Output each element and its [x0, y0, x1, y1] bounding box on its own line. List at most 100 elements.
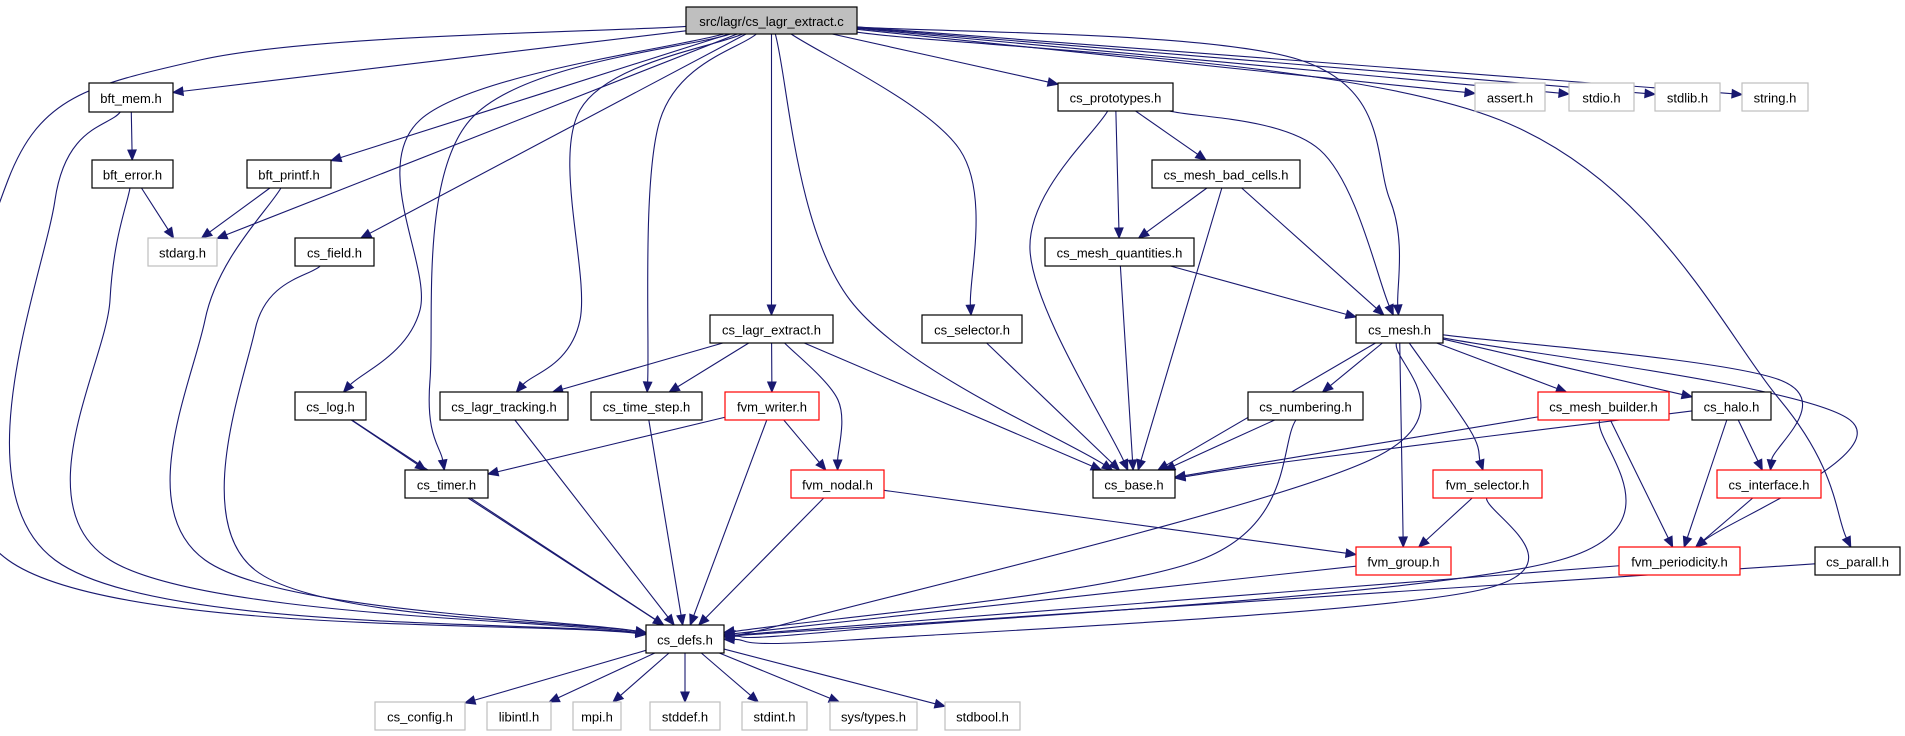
node-cs-mesh[interactable]: cs_mesh.h	[1355, 314, 1444, 344]
arrowhead-icon	[815, 458, 827, 471]
node-cs-interface[interactable]: cs_interface.h	[1716, 469, 1822, 499]
node-cs-parall[interactable]: cs_parall.h	[1814, 546, 1901, 576]
arrowhead-icon	[1321, 381, 1334, 393]
node-label: fvm_writer.h	[737, 400, 807, 415]
node-label: bft_error.h	[103, 168, 162, 183]
node-label: stdarg.h	[159, 246, 206, 261]
node-cs-halo[interactable]: cs_halo.h	[1691, 391, 1772, 421]
node-label: cs_mesh_bad_cells.h	[1163, 168, 1288, 183]
arrowhead-icon	[1694, 536, 1707, 548]
node-libintl: libintl.h	[486, 701, 552, 731]
edge-cs_mesh_bad_cells-to-cs_base	[1136, 187, 1223, 472]
node-cs-mesh-quantities[interactable]: cs_mesh_quantities.h	[1044, 237, 1195, 267]
node-label: cs_mesh_quantities.h	[1057, 246, 1183, 261]
node-mpi: mpi.h	[572, 701, 622, 731]
node-box	[147, 237, 218, 267]
arrowhead-icon	[1398, 536, 1409, 549]
node-box	[88, 82, 174, 113]
edge-line	[733, 565, 1620, 636]
edge-line	[620, 652, 670, 696]
node-fvm-group[interactable]: fvm_group.h	[1355, 546, 1452, 576]
node-box	[1044, 237, 1195, 267]
edge-cs_defs-to-stddef	[680, 652, 690, 704]
arrowhead-icon	[766, 381, 777, 394]
node-cs-timer[interactable]: cs_timer.h	[404, 469, 489, 499]
arrowhead-icon	[1475, 458, 1485, 472]
edge-line	[647, 33, 757, 383]
node-fvm-writer[interactable]: fvm_writer.h	[724, 391, 820, 421]
node-cs-field[interactable]: cs_field.h	[294, 237, 375, 267]
node-cs-log[interactable]: cs_log.h	[294, 391, 367, 421]
arrowhead-icon	[1046, 77, 1060, 87]
node-root[interactable]: src/lagr/cs_lagr_extract.c	[685, 6, 858, 35]
edge-line	[1169, 110, 1390, 307]
node-cs-base[interactable]: cs_base.h	[1092, 469, 1176, 499]
edge-fvm_writer-to-cs_timer	[486, 416, 726, 477]
edge-line	[1442, 334, 1804, 461]
edge-root-to-bft_printf	[329, 33, 730, 163]
node-box	[1151, 159, 1301, 189]
node-fvm-periodicity[interactable]: fvm_periodicity.h	[1618, 546, 1741, 576]
edge-fvm_periodicity-to-cs_defs	[722, 565, 1620, 641]
edge-fvm_selector-to-fvm_group	[1417, 497, 1473, 548]
node-fvm-nodal[interactable]: fvm_nodal.h	[790, 469, 885, 499]
edge-line	[349, 33, 724, 386]
node-box	[486, 701, 552, 731]
node-box	[709, 314, 834, 344]
edge-line	[1686, 419, 1728, 538]
node-cs-selector[interactable]: cs_selector.h	[921, 314, 1023, 344]
arrowhead-icon	[127, 149, 137, 162]
arrowhead-icon	[1118, 458, 1129, 472]
edge-cs_prototypes-to-cs_base	[1029, 110, 1129, 472]
edge-cs_defs-to-mpi	[612, 652, 670, 703]
node-cs-lagr-extract[interactable]: cs_lagr_extract.h	[709, 314, 834, 344]
edge-line	[774, 33, 1105, 466]
edge-cs_mesh-to-cs_numbering	[1321, 342, 1383, 393]
node-box	[294, 237, 375, 267]
node-label: cs_defs.h	[657, 633, 713, 648]
arrowhead-icon	[1464, 87, 1477, 98]
node-fvm-selector[interactable]: fvm_selector.h	[1432, 469, 1543, 499]
arrowhead-icon	[1344, 309, 1358, 320]
edge-cs_time_step-to-cs_defs	[648, 419, 686, 627]
edge-fvm_nodal-to-cs_defs	[697, 497, 825, 626]
edge-bft_error-to-stdarg	[141, 187, 175, 240]
node-bft-error[interactable]: bft_error.h	[91, 159, 174, 189]
node-box	[1355, 546, 1452, 576]
edge-cs_lagr_extract-to-fvm_writer	[766, 342, 777, 394]
edge-line	[733, 565, 1357, 635]
node-bft-printf[interactable]: bft_printf.h	[246, 159, 332, 189]
edge-line	[1329, 342, 1383, 387]
node-bft-mem[interactable]: bft_mem.h	[88, 82, 174, 113]
arrowhead-icon	[1194, 149, 1207, 161]
node-cs-numbering[interactable]: cs_numbering.h	[1247, 391, 1364, 421]
edge-root-to-cs_timer	[428, 33, 731, 472]
edge-cs_mesh_quantities-to-cs_base	[1119, 265, 1138, 472]
node-cs-prototypes[interactable]: cs_prototypes.h	[1057, 82, 1174, 112]
node-cs-mesh-bad-cells[interactable]: cs_mesh_bad_cells.h	[1151, 159, 1301, 189]
arrowhead-icon	[486, 466, 500, 477]
edge-root-to-cs_mesh	[856, 26, 1403, 317]
edge-line	[0, 25, 687, 634]
node-cs-defs[interactable]: cs_defs.h	[645, 624, 725, 654]
node-box	[1355, 314, 1444, 344]
edge-root-to-cs_log	[342, 33, 724, 393]
edge-line	[522, 33, 743, 385]
edge-cs_prototypes-to-cs_mesh	[1169, 110, 1394, 317]
node-label: libintl.h	[499, 710, 539, 725]
arrowhead-icon	[827, 693, 841, 703]
edge-line	[558, 652, 656, 699]
arrowhead-icon	[1558, 88, 1571, 98]
arrowhead-icon	[651, 615, 665, 626]
node-cs-lagr-tracking[interactable]: cs_lagr_tracking.h	[439, 391, 569, 421]
node-cs-mesh-builder[interactable]: cs_mesh_builder.h	[1537, 391, 1670, 421]
node-box	[645, 624, 725, 654]
node-cs-time-step[interactable]: cs_time_step.h	[590, 391, 703, 421]
node-box	[1092, 469, 1176, 499]
node-label: stdbool.h	[956, 710, 1009, 725]
arrowhead-icon	[634, 626, 648, 636]
arrowhead-icon	[1682, 535, 1693, 549]
node-box	[1432, 469, 1543, 499]
arrowhead-icon	[1731, 88, 1744, 99]
edge-fvm_nodal-to-fvm_group	[883, 489, 1358, 559]
